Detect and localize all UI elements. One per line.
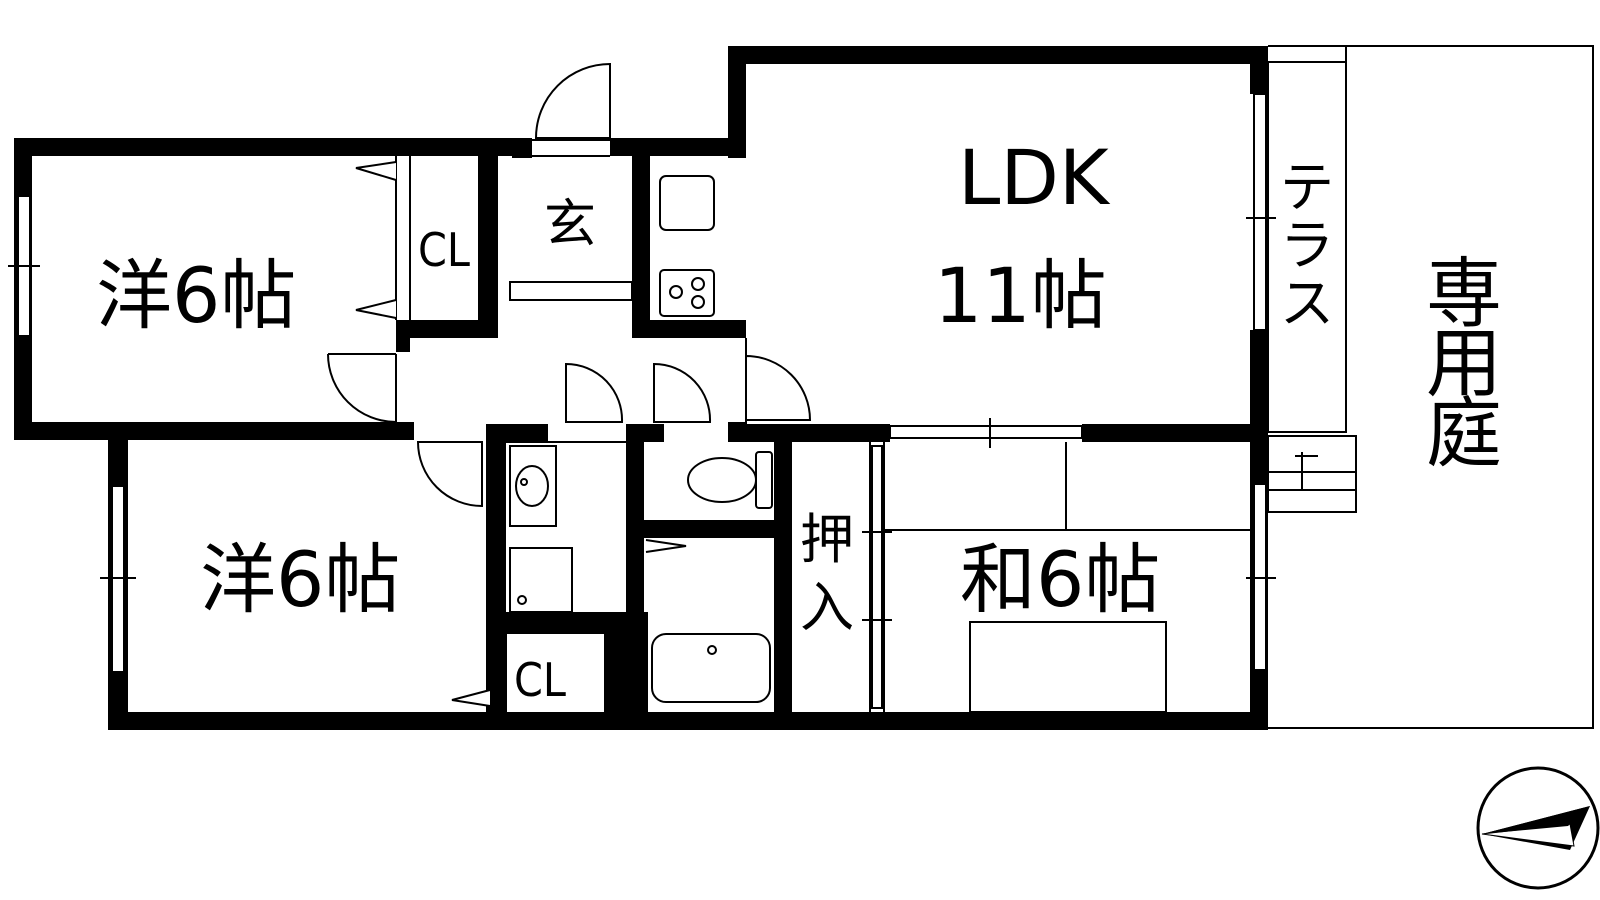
terrace-char-2: ラ — [1280, 214, 1334, 277]
terrace-char-1: テ — [1280, 156, 1334, 219]
garden-char-3: 庭 — [1426, 389, 1502, 478]
room-label-entrance: 玄 — [544, 195, 596, 255]
stove-icon — [659, 269, 715, 317]
bathtub-icon — [651, 633, 771, 703]
room-label-ldk-size: 11帖 — [934, 251, 1107, 340]
room-label-ldk-name: LDK — [958, 133, 1111, 222]
room-label-closet-top: CL — [418, 223, 470, 277]
room-label-western-bottom: 洋6帖 — [200, 535, 400, 624]
garden-char-1: 専 — [1426, 249, 1502, 338]
room-label-western-top: 洋6帖 — [96, 251, 296, 340]
toilet-icon — [687, 451, 773, 509]
oshiire-char-1: 押 — [800, 508, 854, 571]
washing-machine-icon — [509, 547, 573, 613]
north-arrow-icon — [1476, 766, 1600, 890]
doors — [327, 62, 812, 707]
room-label-japanese: 和6帖 — [960, 535, 1160, 624]
terrace-char-3: ス — [1280, 272, 1334, 335]
room-label-oshiire: 押 入 — [800, 508, 854, 639]
kitchen-sink-icon — [659, 175, 715, 231]
kitchen-fixtures — [659, 175, 715, 317]
room-label-terrace: テ ラ ス — [1280, 156, 1334, 335]
room-label-private-garden: 専 用 庭 — [1426, 249, 1502, 478]
oshiire-char-2: 入 — [800, 576, 854, 639]
garden-outline — [1267, 45, 1594, 729]
washbasin-icon — [509, 445, 557, 527]
windows — [8, 93, 1276, 709]
garden-char-2: 用 — [1426, 319, 1502, 408]
room-label-closet-bottom: CL — [514, 653, 566, 707]
